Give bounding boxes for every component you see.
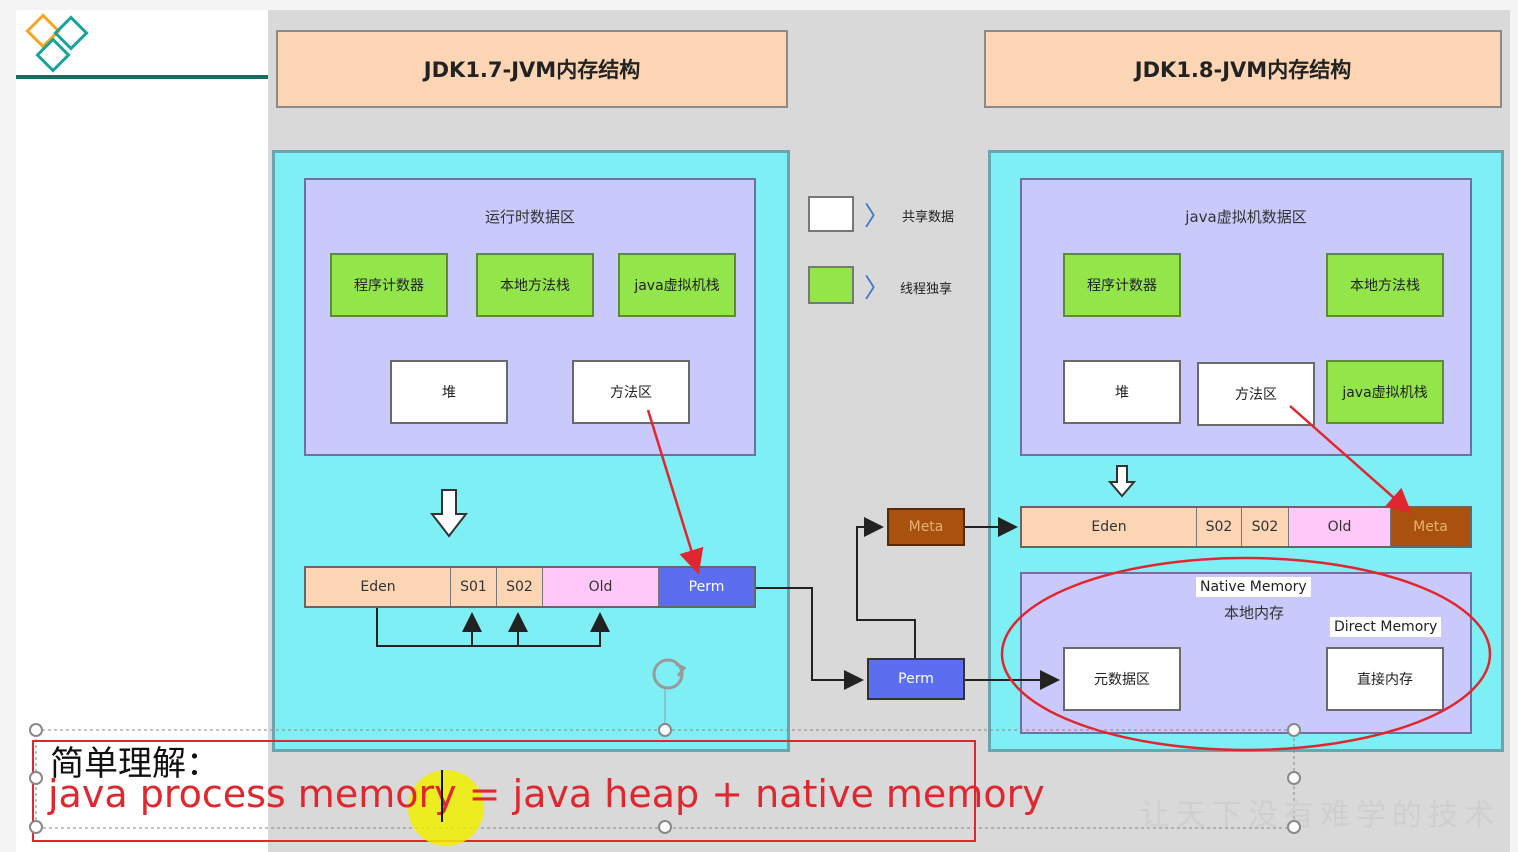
watermark: 让天下没有难学的技术 <box>1140 798 1500 833</box>
resize-handle[interactable] <box>1287 820 1301 834</box>
jdk17-title: JDK1.7-JVM内存结构 <box>276 30 788 108</box>
jdk17-heap: 堆 <box>390 360 508 424</box>
logo-icon <box>25 13 89 73</box>
slide-divider-line <box>16 75 268 79</box>
caption-line1: 简单理解： <box>50 744 220 784</box>
jdk17-program-counter: 程序计数器 <box>330 253 448 317</box>
resize-handle[interactable] <box>1287 771 1301 785</box>
jdk18-program-counter: 程序计数器 <box>1063 253 1181 317</box>
legend-thread-swatch <box>808 266 854 304</box>
jdk17-eden: Eden <box>306 568 451 606</box>
jdk18-s02a: S02 <box>1197 508 1242 546</box>
slide-left-panel <box>16 10 268 852</box>
jdk18-metadata-area: 元数据区 <box>1063 647 1181 711</box>
legend-thread-label: 线程独享 <box>900 282 953 297</box>
jdk18-old: Old <box>1289 508 1391 546</box>
caption-textbox[interactable] <box>32 740 976 842</box>
direct-memory-label: Direct Memory <box>1330 617 1442 637</box>
jdk18-title: JDK1.8-JVM内存结构 <box>984 30 1502 108</box>
cursor-highlight <box>408 770 484 846</box>
jdk17-jvm-stack: java虚拟机栈 <box>618 253 736 317</box>
jdk18-native-method-stack: 本地方法栈 <box>1326 253 1444 317</box>
legend-shared-label: 共享数据 <box>902 210 955 225</box>
jdk18-eden: Eden <box>1022 508 1197 546</box>
jdk18-meta: Meta <box>1391 508 1470 546</box>
resize-handle[interactable] <box>658 820 672 834</box>
jdk18-heap: 堆 <box>1063 360 1181 424</box>
jdk18-method-area: 方法区 <box>1197 362 1315 426</box>
jdk17-runtime-area-label: 运行时数据区 <box>484 208 575 226</box>
resize-handle[interactable] <box>1287 723 1301 737</box>
legend-chevron-icon: 〉 <box>864 202 891 232</box>
resize-handle[interactable] <box>29 771 43 785</box>
jdk17-heap-bar: Eden S01 S02 Old Perm <box>304 566 756 608</box>
legend-shared-swatch <box>808 196 854 232</box>
jdk18-heap-bar: Eden S02 S02 Old Meta <box>1020 506 1472 548</box>
jdk17-old: Old <box>543 568 659 606</box>
resize-handle[interactable] <box>29 820 43 834</box>
jdk17-method-area: 方法区 <box>572 360 690 424</box>
middle-meta: Meta <box>887 508 965 546</box>
jdk18-jvm-stack: java虚拟机栈 <box>1326 360 1444 424</box>
text-cursor <box>441 770 443 822</box>
jdk18-direct-memory: 直接内存 <box>1326 647 1444 711</box>
caption-line2: java process memory = java heap + native… <box>48 772 1045 816</box>
jdk17-perm: Perm <box>659 568 754 606</box>
jdk18-s02b: S02 <box>1242 508 1289 546</box>
native-memory-zh-label: 本地内存 <box>1223 604 1284 622</box>
middle-perm: Perm <box>867 658 965 700</box>
native-memory-label: Native Memory <box>1196 577 1311 597</box>
jdk17-s01: S01 <box>451 568 497 606</box>
resize-handle[interactable] <box>29 723 43 737</box>
jdk17-s02: S02 <box>497 568 543 606</box>
legend-chevron-icon: 〉 <box>864 274 891 304</box>
jdk18-runtime-area-label: java虚拟机数据区 <box>1185 208 1307 226</box>
resize-handle[interactable] <box>658 723 672 737</box>
jdk17-native-method-stack: 本地方法栈 <box>476 253 594 317</box>
